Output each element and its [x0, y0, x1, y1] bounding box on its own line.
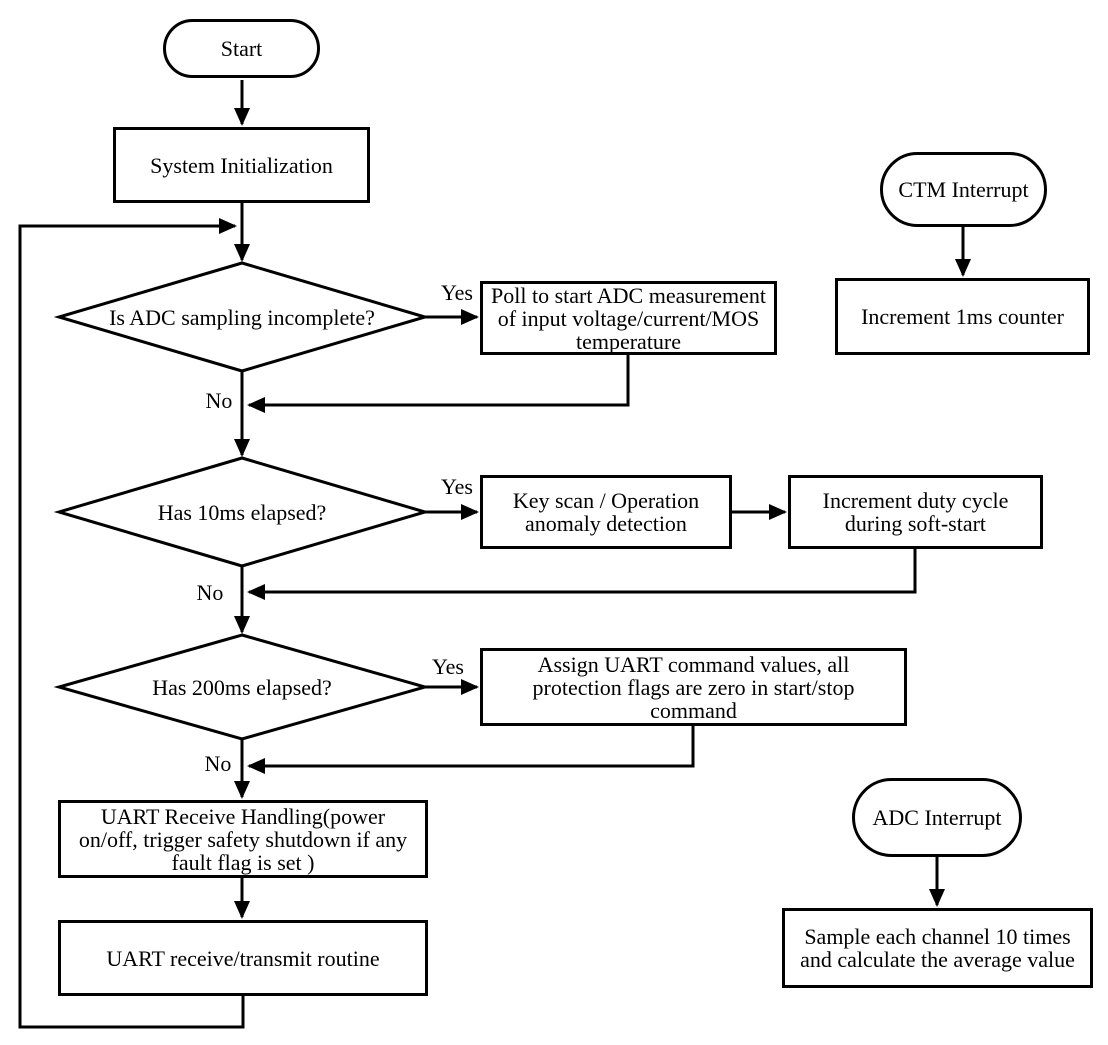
ctm-interrupt-terminal: CTM Interrupt: [880, 152, 1047, 227]
label-10ms-yes: Yes: [440, 474, 473, 499]
label-adc-no: No: [205, 388, 233, 413]
label-200ms-yes: Yes: [431, 654, 464, 679]
uart-receive-transmit-box: UART receive/transmit routine: [58, 920, 428, 996]
label-200ms-no: No: [204, 751, 232, 776]
edge-loop-back: [18, 218, 245, 1029]
adc-interrupt-terminal: ADC Interrupt: [852, 778, 1022, 857]
200ms-elapsed-decision-label: Has 200ms elapsed?: [152, 674, 332, 700]
decision-200ms-elapsed: [53, 633, 431, 741]
label-adc-yes: Yes: [440, 280, 473, 305]
uart-receive-handling-box: UART Receive Handling(power on/off, trig…: [58, 800, 428, 878]
adc-sampling-decision-label: Is ADC sampling incomplete?: [109, 304, 375, 330]
decision-10ms-elapsed: [53, 456, 431, 568]
increment-duty-cycle-box: Increment duty cycle during soft-start: [788, 475, 1043, 549]
system-initialization-box: System Initialization: [113, 127, 370, 203]
edge-duty-merge: [247, 549, 917, 600]
edge-poll-merge: [247, 355, 630, 413]
edge-assign-merge: [247, 725, 695, 774]
poll-adc-measurement-box: Poll to start ADC measurement of input v…: [480, 281, 777, 355]
assign-uart-command-box: Assign UART command values, all protecti…: [480, 648, 907, 726]
start-terminal: Start: [163, 19, 320, 78]
label-10ms-no: No: [196, 580, 224, 605]
key-scan-box: Key scan / Operation anomaly detection: [480, 475, 732, 549]
sample-channels-box: Sample each channel 10 times and calcula…: [782, 908, 1093, 988]
decision-adc-sampling: [53, 261, 431, 373]
increment-1ms-counter-box: Increment 1ms counter: [835, 278, 1090, 355]
10ms-elapsed-decision-label: Has 10ms elapsed?: [157, 499, 327, 525]
